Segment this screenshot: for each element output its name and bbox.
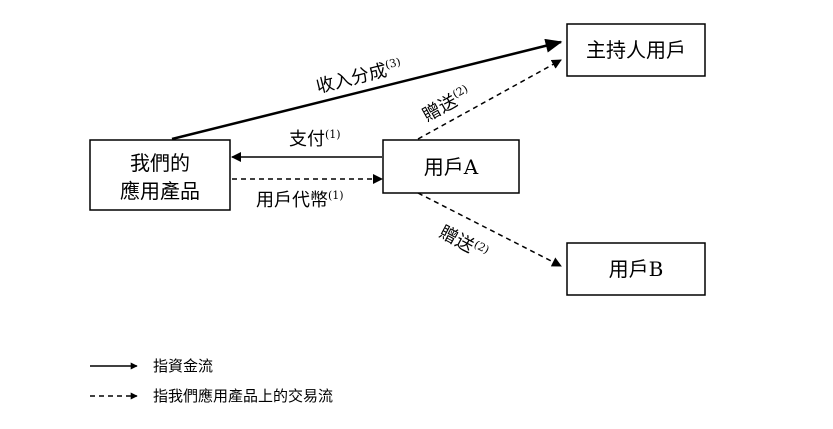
host-user-node: 主持人用戶 (566, 23, 706, 77)
gift-to-user-b-arrow (417, 192, 562, 267)
payment-label: 支付(1) (289, 128, 341, 150)
legend: 指資金流 指我們應用產品上的交易流 (90, 357, 333, 405)
user-b-label: 用戶B (609, 257, 664, 281)
legend-transaction-flow: 指我們應用產品上的交易流 (153, 387, 333, 405)
legend-fund-flow: 指資金流 (153, 357, 213, 375)
user-a-node: 用戶A (382, 139, 520, 194)
revenue-share-arrow (171, 38, 563, 141)
our-app-line1: 我們的 (130, 151, 190, 175)
gift-to-user-b-note: (2) (472, 238, 492, 257)
user-tokens-text: 用戶代幣 (256, 190, 328, 211)
user-tokens-label: 用戶代幣(1) (256, 189, 344, 211)
host-user-label: 主持人用戶 (586, 38, 686, 62)
user-a-label: 用戶A (424, 155, 479, 179)
revenue-share-text: 收入分成 (314, 60, 389, 98)
gift-to-user-b-text: 贈送 (436, 222, 478, 257)
user-tokens-note: (1) (328, 189, 344, 202)
our-app-node: 我們的 應用產品 (89, 139, 231, 211)
payment-note: (1) (325, 128, 341, 141)
revenue-share-note: (3) (384, 55, 402, 71)
gift-to-user-b-label: 贈送(2) (436, 221, 492, 265)
our-app-line2: 應用產品 (120, 179, 200, 203)
payment-text: 支付 (289, 129, 325, 150)
gift-to-host-label: 贈送(2) (419, 82, 475, 126)
gift-to-host-arrow (417, 59, 562, 140)
user-b-node: 用戶B (566, 242, 706, 296)
